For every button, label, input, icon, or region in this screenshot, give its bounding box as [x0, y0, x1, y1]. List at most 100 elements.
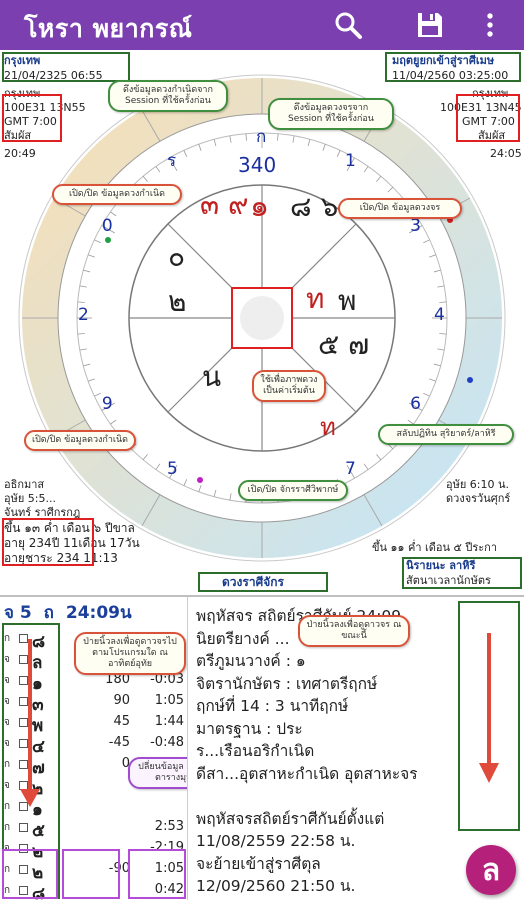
header-time: 24:09น [65, 603, 132, 623]
row-value-2: 1:44 [154, 714, 184, 729]
row-checkbox[interactable] [19, 655, 28, 664]
row-checkbox[interactable] [19, 634, 28, 643]
row-planet: ๓ [32, 695, 44, 715]
tooltip-calendar-switch: สลับปฏิทิน สุริยาตร์/ลาหิรี [378, 424, 514, 445]
right-place: กรุงเทพ [472, 87, 509, 100]
detail-line: จะย้ายเข้าสู่ราศีตุล [196, 854, 321, 873]
row-checkbox[interactable] [19, 676, 28, 685]
detail-line: จิตรานักษัตร : เทศาตรีฤกษ์ [196, 674, 378, 693]
left-time: 20:49 [4, 147, 36, 160]
row-value-2: 1:05 [154, 693, 184, 708]
row-checkbox[interactable] [19, 886, 28, 895]
row-checkbox[interactable] [19, 865, 28, 874]
row-flag: จ [4, 738, 10, 749]
bl-l2: อุษัย 5:5... [4, 492, 56, 505]
row-checkbox[interactable] [19, 844, 28, 853]
house-top-right[interactable]: ๘ ๖ [290, 190, 339, 223]
left-info-toggle-box[interactable] [2, 94, 62, 142]
right-gmt: GMT 7:00 [462, 115, 515, 128]
bl-info-toggle-box[interactable] [2, 518, 94, 566]
row-value-1: 0 [121, 756, 130, 771]
swipe-area-box[interactable] [458, 601, 520, 831]
row-checkbox[interactable] [19, 760, 28, 769]
br-l2: ดวงจรวันศุกร์ [446, 492, 511, 505]
tooltip-load-transit: ดึงข้อมูลดวงจรจาก Session ที่ใช้ครั้งก่อ… [268, 98, 394, 130]
flag-column-box[interactable] [2, 849, 58, 899]
bl-l6: อายุชาระ 234 11:13 [4, 551, 118, 565]
outer-numeral: 3 [410, 216, 421, 236]
outer-numeral: 4 [434, 305, 445, 325]
house-center-top[interactable]: ๑ [250, 189, 270, 224]
house-bottom[interactable]: น [202, 360, 222, 393]
detail-line: ฤกษ์ที่ 14 : 3 นาทีฤกษ์ [196, 697, 349, 715]
horoscope-chart-area[interactable]: 340 ๓ ๙ ๑ ๘ ๖ ๐ ๒ ท พ ๕ ๗ น ท 1346785920… [0, 50, 524, 595]
house-right-2[interactable]: พ [338, 284, 357, 317]
calendar-toggle-box[interactable] [402, 557, 522, 589]
zodiac-chart-label: ดวงราศีจักร [222, 575, 284, 589]
right-datetime: 11/04/2560 03:25:00 [392, 69, 509, 82]
table-row[interactable]: ก๑ [2, 795, 186, 820]
left-header-box[interactable] [2, 52, 130, 82]
right-info-toggle-box[interactable] [456, 94, 520, 142]
outer-numeral: ก [256, 127, 267, 147]
v2-column-box[interactable] [128, 849, 186, 899]
left-place: กรุงเทพ [4, 54, 41, 67]
left-gmt: GMT 7:00 [4, 115, 57, 128]
house-bottom-right[interactable]: ๕ ๗ [318, 328, 370, 361]
tooltip-toggle-birth-2: เปิด/ปิด ข้อมูลดวงกำเนิด [24, 430, 136, 451]
table-row[interactable]: จ๒-2:19 [2, 837, 186, 862]
row-value-1: 180 [105, 672, 130, 687]
row-checkbox[interactable] [19, 697, 28, 706]
house-left[interactable]: ๐ [168, 240, 186, 273]
detail-line: ร...เรือนอริกำเนิด [196, 742, 315, 760]
right-coord: 100E31 13N45 [440, 101, 522, 114]
left-coord: 100E31 13N55 [4, 101, 86, 114]
right-header-box[interactable] [385, 52, 521, 82]
row-planet: ๒ [32, 863, 44, 883]
row-checkbox[interactable] [19, 823, 28, 832]
bl-l3: จันทร์ ราศีกรกฎ [4, 506, 81, 519]
row-flag: จ [4, 843, 10, 854]
search-icon[interactable] [330, 8, 366, 42]
row-checkbox[interactable] [19, 739, 28, 748]
outer-numeral: 9 [101, 394, 113, 414]
row-flag: ก [4, 759, 11, 770]
row-planet: ล [32, 653, 43, 673]
detail-line: นิยตรียางค์ ... [196, 629, 290, 648]
more-vert-icon[interactable] [472, 8, 508, 42]
outer-numeral: 0 [101, 216, 113, 236]
house-right[interactable]: ท [306, 282, 325, 315]
planet-table-header: จ 5 ถ 24:09น [4, 599, 132, 626]
house-left-2[interactable]: ๒ [168, 285, 187, 318]
detail-line: 12/09/2560 21:50 น. [196, 877, 356, 895]
swipe-arrow-left [20, 639, 40, 807]
app-bar: โหรา พยากรณ์ [0, 0, 524, 50]
row-value-2: 2:53 [154, 819, 184, 834]
row-checkbox[interactable] [19, 718, 28, 727]
swipe-arrow-right [479, 633, 499, 783]
row-checkbox[interactable] [19, 802, 28, 811]
fab-button[interactable]: ล [466, 845, 516, 895]
zodiac-chart-label-box[interactable] [198, 572, 328, 592]
house-bottom-right-2[interactable]: ท [320, 413, 336, 441]
table-row[interactable]: จล [2, 648, 186, 673]
row-flag: ก [4, 633, 11, 644]
outer-numeral: ร [167, 150, 177, 171]
row-planet: พ [32, 716, 44, 736]
detail-line: ดีสา...อุตสาหะกำเนิด อุตสาหะจร [196, 764, 418, 783]
save-icon[interactable] [412, 8, 448, 42]
house-top-left[interactable]: ๓ ๙ [200, 188, 249, 221]
tooltip-toggle-transit: เปิด/ปิด ข้อมูลดวงจร [338, 198, 462, 219]
v1-column-box[interactable] [62, 849, 120, 899]
top-degree-label: 340 [238, 153, 277, 177]
table-row[interactable]: ก๘ [2, 627, 186, 652]
table-row[interactable]: จ๔-45-0:48 [2, 732, 186, 757]
row-planet: ๘ [32, 884, 46, 900]
